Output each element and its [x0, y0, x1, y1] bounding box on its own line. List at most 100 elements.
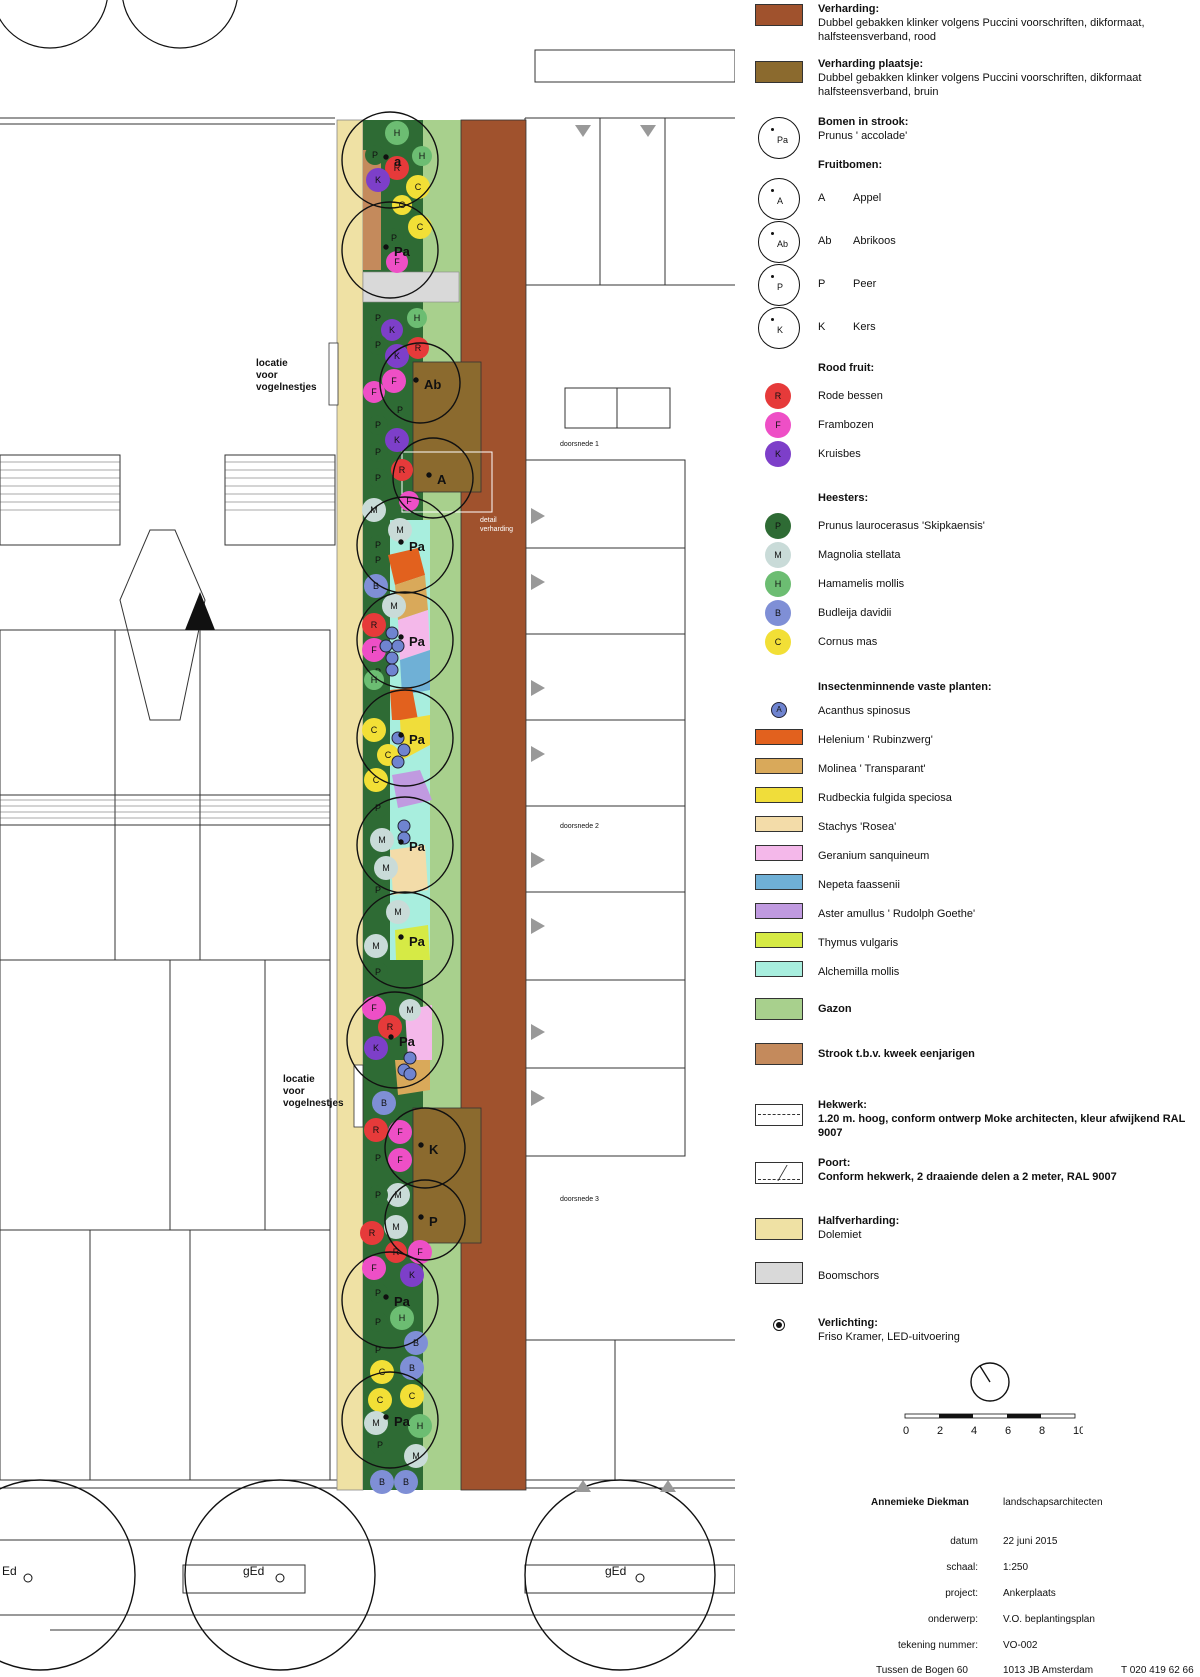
vaste-plant-name: Molinea ' Transparant'	[818, 763, 926, 775]
rood-fruit-name: Rode bessen	[818, 390, 883, 402]
rood-fruit-name: Frambozen	[818, 419, 874, 431]
lamp-icon	[773, 1319, 785, 1331]
svg-text:R: R	[369, 1228, 376, 1238]
verlichting-title: Verlichting:	[818, 1317, 878, 1329]
svg-text:P: P	[375, 1190, 381, 1200]
tree-canopy-pa: Pa	[341, 1371, 439, 1469]
heester-name: Magnolia stellata	[818, 549, 901, 561]
vaste-plant-name: Thymus vulgaris	[818, 937, 899, 949]
section-2-label: doorsnede 2	[560, 823, 599, 830]
svg-text:P: P	[375, 313, 381, 323]
perennial-helenium	[388, 548, 425, 585]
svg-text:R: R	[415, 343, 422, 353]
scale-tick: 4	[971, 1425, 977, 1437]
shrub-prunus-laurocerasus-skipkaensis-: P	[368, 1283, 388, 1303]
heester-name: Cornus mas	[818, 636, 878, 648]
detail-frame	[401, 451, 493, 513]
tree-symbol-pa: Pa	[758, 117, 800, 159]
svg-text:C: C	[417, 222, 424, 232]
halfverharding-title: Halfverharding:	[818, 1215, 900, 1227]
vaste-planten-title: Insectenminnende vaste planten:	[818, 681, 992, 693]
swatch-hekwerk	[755, 1104, 803, 1126]
svg-text:F: F	[371, 387, 377, 397]
site-plan: HPRHKCCCPFPKHPKRFFPPKPRPFMMPPBMRFPHCCCPM…	[0, 0, 735, 1671]
shrub-kruisbes: K	[364, 1036, 388, 1060]
svg-text:C: C	[385, 750, 392, 760]
svg-text:M: M	[390, 601, 398, 611]
shrub-magnolia-stellata: M	[364, 1411, 388, 1435]
vaste-plant-swatch	[755, 874, 803, 890]
heester-symbol: B	[765, 600, 791, 626]
acanthus-dot	[385, 651, 399, 665]
shrub-kruisbes: K	[385, 428, 409, 452]
shrub-prunus-laurocerasus-skipkaensis-: P	[368, 880, 388, 900]
shrub-magnolia-stellata: M	[364, 934, 388, 958]
swatch-poort	[755, 1162, 803, 1184]
svg-text:Pa: Pa	[409, 634, 426, 649]
nest-box-2	[353, 1064, 364, 1128]
tree-canopy-ab: Ab	[379, 342, 461, 424]
shrub-prunus-laurocerasus-skipkaensis-: P	[368, 335, 388, 355]
svg-text:M: M	[412, 1451, 420, 1461]
tree-canopy-pa: Pa	[356, 891, 454, 989]
top-street-trees	[0, 0, 238, 49]
shrub-hamamelis-mollis: H	[385, 121, 409, 145]
swatch-gazon	[755, 998, 803, 1020]
scale-tick: 10	[1073, 1425, 1083, 1437]
titleblock-value: V.O. beplantingsplan	[1003, 1614, 1095, 1625]
plan-labels: locatie voor vogelnestjes locatie voor v…	[256, 358, 344, 1109]
svg-text:F: F	[391, 376, 397, 386]
bottom-street-trees	[0, 1479, 716, 1671]
heester-name: Prunus laurocerasus 'Skipkaensis'	[818, 520, 985, 532]
vaste-plant-swatch	[755, 932, 803, 948]
firm-name: Annemieke Diekman	[871, 1497, 969, 1508]
shrub-cornus-mas: C	[362, 718, 386, 742]
svg-text:H: H	[417, 1421, 424, 1431]
poort-title: Poort:	[818, 1157, 851, 1169]
shrub-frambozen: F	[382, 369, 406, 393]
verlichting-text: Friso Kramer, LED-uitvoering	[818, 1331, 960, 1343]
shrub-magnolia-stellata: M	[386, 1183, 410, 1207]
shrub-rode-bessen: R	[385, 156, 409, 180]
svg-text:C: C	[371, 725, 378, 735]
svg-text:P: P	[375, 420, 381, 430]
svg-text:B: B	[379, 1477, 385, 1487]
scale-tick: 2	[937, 1425, 943, 1437]
heester-symbol: C	[765, 629, 791, 655]
svg-text:Pa: Pa	[409, 934, 426, 949]
swatch-plaatsje	[755, 61, 803, 83]
acanthus-symbol: A	[771, 702, 787, 718]
svg-text:P: P	[372, 150, 378, 160]
shrub-frambozen: F	[362, 996, 386, 1020]
svg-text:M: M	[394, 907, 402, 917]
svg-text:H: H	[394, 128, 401, 138]
svg-text:F: F	[371, 1263, 377, 1273]
heester-name: Hamamelis mollis	[818, 578, 905, 590]
fruitboom-code: K	[818, 321, 826, 333]
plaatsje-2	[412, 1107, 482, 1244]
svg-text:K: K	[429, 1142, 439, 1157]
svg-text:P: P	[375, 885, 381, 895]
bird-nest-label-1b: voor	[256, 370, 278, 381]
acanthus-dot	[391, 755, 405, 769]
svg-text:Pa: Pa	[409, 732, 426, 747]
shrub-prunus-laurocerasus-skipkaensis-: P	[368, 798, 388, 818]
shrub-hamamelis-mollis: H	[390, 1306, 414, 1330]
svg-text:M: M	[370, 505, 378, 515]
svg-text:Ab: Ab	[424, 377, 441, 392]
svg-text:B: B	[373, 581, 379, 591]
acanthus-dot	[403, 1067, 417, 1081]
svg-text:P: P	[375, 555, 381, 565]
section-labels: doorsnede 1 doorsnede 2 doorsnede 3 deta…	[480, 441, 599, 1203]
perennial-helenium-2	[390, 688, 418, 720]
svg-text:C: C	[409, 1391, 416, 1401]
svg-text:H: H	[419, 151, 426, 161]
shrub-frambozen: F	[399, 491, 419, 511]
svg-text:H: H	[399, 1313, 406, 1323]
svg-text:P: P	[429, 1214, 438, 1229]
shrub-hamamelis-mollis: H	[408, 1414, 432, 1438]
svg-text:M: M	[378, 835, 386, 845]
titleblock-value: VO-002	[1003, 1640, 1038, 1651]
strook-name: Strook t.b.v. kweek eenjarigen	[818, 1048, 975, 1060]
heesters-title: Heesters:	[818, 492, 869, 504]
